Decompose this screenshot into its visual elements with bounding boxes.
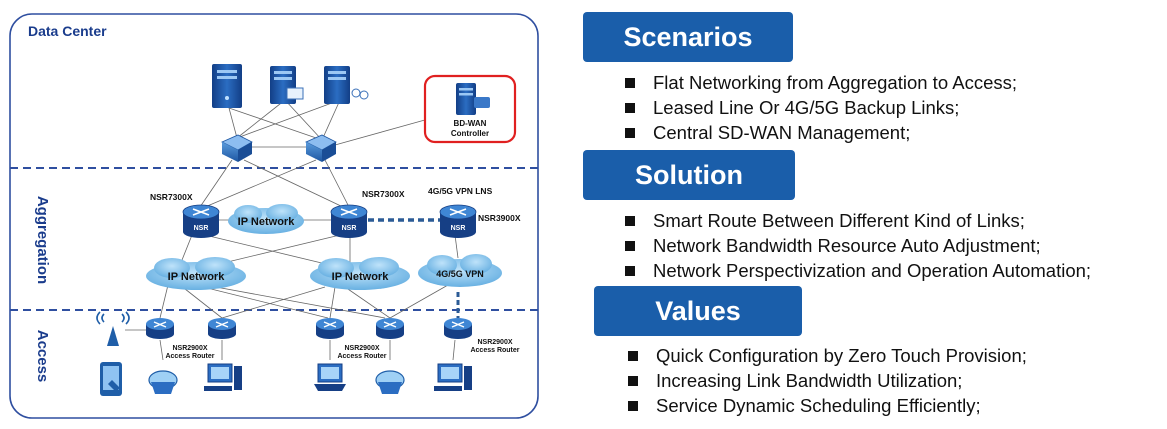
list-item-text: Network Perspectivization and Operation … [653,259,1092,281]
controller-label-line2: Controller [451,129,489,138]
computer-icon [434,363,472,391]
wireless-tower-icon [96,311,130,346]
list-item: Quick Configuration by Zero Touch Provis… [628,343,1027,368]
access-router-icon [376,318,404,339]
cloud-label-vpn: 4G/5G VPN [436,269,484,279]
computer-icon [204,363,242,391]
server-icon [270,66,304,104]
cloud-icon [310,257,410,290]
switch-icon [221,134,253,162]
list-item-text: Smart Route Between Different Kind of Li… [653,209,1025,231]
list-item-text: Network Bandwidth Resource Auto Adjustme… [653,234,1041,256]
bullet-square-icon [625,240,635,251]
list-item: Increasing Link Bandwidth Utilization; [628,368,1027,393]
bullet-square-icon [625,215,635,226]
access-model-label: NSR2900X [477,339,512,346]
region-title: Data Center [28,23,107,39]
router-text: NSR [451,225,466,232]
bullet-square-icon [625,127,635,138]
list-item-text: Increasing Link Bandwidth Utilization; [656,369,963,391]
values-header: Values [594,286,802,336]
router-text: NSR [342,225,357,232]
router-icon [182,204,220,238]
cloud-icon [146,257,246,290]
list-item-text: Service Dynamic Scheduling Efficiently; [656,394,981,416]
access-router-icon [444,318,472,339]
router-text: NSR [194,225,209,232]
access-router-icon [316,318,344,339]
cloud-icon [418,254,502,287]
ip-phone-icon [375,370,405,394]
access-role-label: Access Router [337,353,386,360]
list-item: Network Perspectivization and Operation … [625,258,1091,283]
router-label-agg-right: NSR3900X [478,213,521,223]
list-item-text: Flat Networking from Aggregation to Acce… [653,71,1018,93]
scenarios-header: Scenarios [583,12,793,62]
cloud-icon [228,204,304,234]
list-item: Service Dynamic Scheduling Efficiently; [628,393,1027,418]
layer-label-aggregation: Aggregation [34,196,51,284]
access-router-icon [208,318,236,339]
solution-list: Smart Route Between Different Kind of Li… [625,208,1091,283]
bullet-square-icon [628,400,638,411]
layer-label-access: Access [34,330,51,383]
connection-lines [125,99,459,361]
list-item: Network Bandwidth Resource Auto Adjustme… [625,233,1091,258]
bullet-square-icon [625,265,635,276]
list-item-text: Quick Configuration by Zero Touch Provis… [656,344,1027,366]
controller-label-line1: BD-WAN [454,119,487,128]
controller-server-icon [456,83,490,115]
list-item: Flat Networking from Aggregation to Acce… [625,70,1017,95]
router-icon [439,204,477,238]
network-diagram: Data Center Aggregation Access [9,13,539,419]
list-item: Smart Route Between Different Kind of Li… [625,208,1091,233]
server-icon [212,64,242,108]
bullet-square-icon [625,77,635,88]
router-label-agg-left: NSR7300X [150,192,193,202]
bullet-square-icon [628,375,638,386]
list-item-text: Leased Line Or 4G/5G Backup Links; [653,96,960,118]
scenarios-list: Flat Networking from Aggregation to Acce… [625,70,1017,145]
laptop-icon [314,363,346,391]
router-label-lns: 4G/5G VPN LNS [428,186,493,196]
ip-phone-icon [148,370,178,394]
cloud-label-top: IP Network [238,216,296,228]
solution-header: Solution [583,150,795,200]
server-icon [324,66,369,104]
router-icon [330,204,368,238]
values-list: Quick Configuration by Zero Touch Provis… [628,343,1027,418]
switch-icon [305,134,337,162]
access-role-label: Access Router [470,347,519,354]
list-item: Central SD-WAN Management; [625,120,1017,145]
access-router-icon [146,318,174,339]
cloud-label-middle: IP Network [332,271,390,283]
access-model-label: NSR2900X [344,345,379,352]
cloud-label-left: IP Network [168,271,226,283]
bullet-square-icon [625,102,635,113]
access-role-label: Access Router [165,353,214,360]
access-model-label: NSR2900X [172,345,207,352]
router-label-agg-mid: NSR7300X [362,189,405,199]
list-item-text: Central SD-WAN Management; [653,121,911,143]
mobile-phone-icon [100,362,122,396]
bullet-square-icon [628,350,638,361]
list-item: Leased Line Or 4G/5G Backup Links; [625,95,1017,120]
